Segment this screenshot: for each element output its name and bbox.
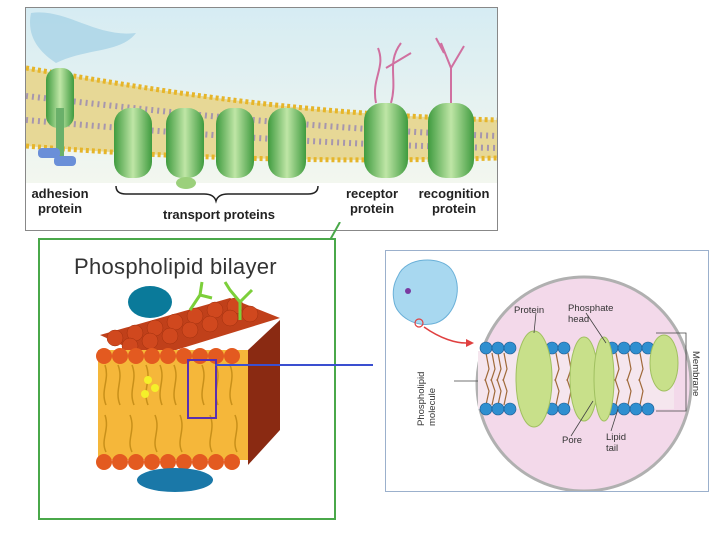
bilayer-title: Phospholipid bilayer <box>74 254 277 280</box>
side-face <box>248 320 280 465</box>
transport-protein-3 <box>216 108 254 178</box>
magnify-arrow <box>424 327 466 343</box>
bottom-protein <box>137 468 213 492</box>
bilayer-panel: Phospholipid bilayer <box>38 238 336 520</box>
bilayer-block-illustration <box>40 240 334 518</box>
transport-bracket <box>116 186 318 201</box>
protein-left <box>516 331 552 427</box>
protein-right <box>650 335 678 391</box>
front-bottom-heads <box>96 454 240 470</box>
protein-label: Protein <box>514 305 544 316</box>
transport-proteins-label: transport proteins <box>144 207 294 222</box>
top-protein <box>128 286 172 318</box>
nucleus-dot <box>405 288 411 294</box>
cell <box>393 260 457 325</box>
transport-protein-4 <box>268 108 306 178</box>
connector-line-right <box>215 360 375 370</box>
phosphate-heads-bottom <box>480 403 654 415</box>
pore-protein-b <box>594 337 614 421</box>
phosphate-heads-top <box>480 342 654 354</box>
membrane-label: Membrane <box>690 351 701 396</box>
transport-protein-1 <box>114 108 152 178</box>
pore-label: Pore <box>562 435 582 446</box>
